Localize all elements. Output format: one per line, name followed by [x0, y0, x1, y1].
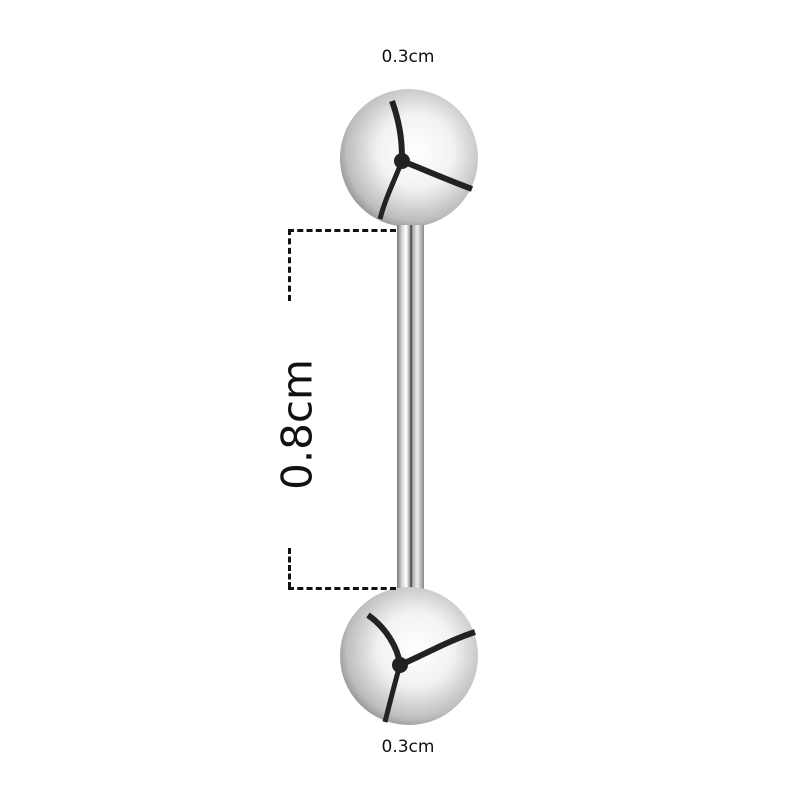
measure-bracket-top — [288, 229, 291, 301]
bottom-ball-size-label: 0.3cm — [381, 737, 435, 757]
ball-reflection-icon — [377, 99, 474, 220]
bottom-ball — [340, 587, 478, 725]
measure-bracket-bottom — [288, 548, 291, 588]
barbell-rod — [397, 225, 424, 593]
top-ball — [340, 89, 478, 227]
ball-reflection-icon — [366, 612, 476, 723]
measure-line-top — [288, 229, 396, 232]
bar-length-label: 0.8cm — [272, 359, 322, 490]
top-ball-size-label: 0.3cm — [381, 47, 435, 67]
measure-line-bottom — [288, 587, 396, 590]
